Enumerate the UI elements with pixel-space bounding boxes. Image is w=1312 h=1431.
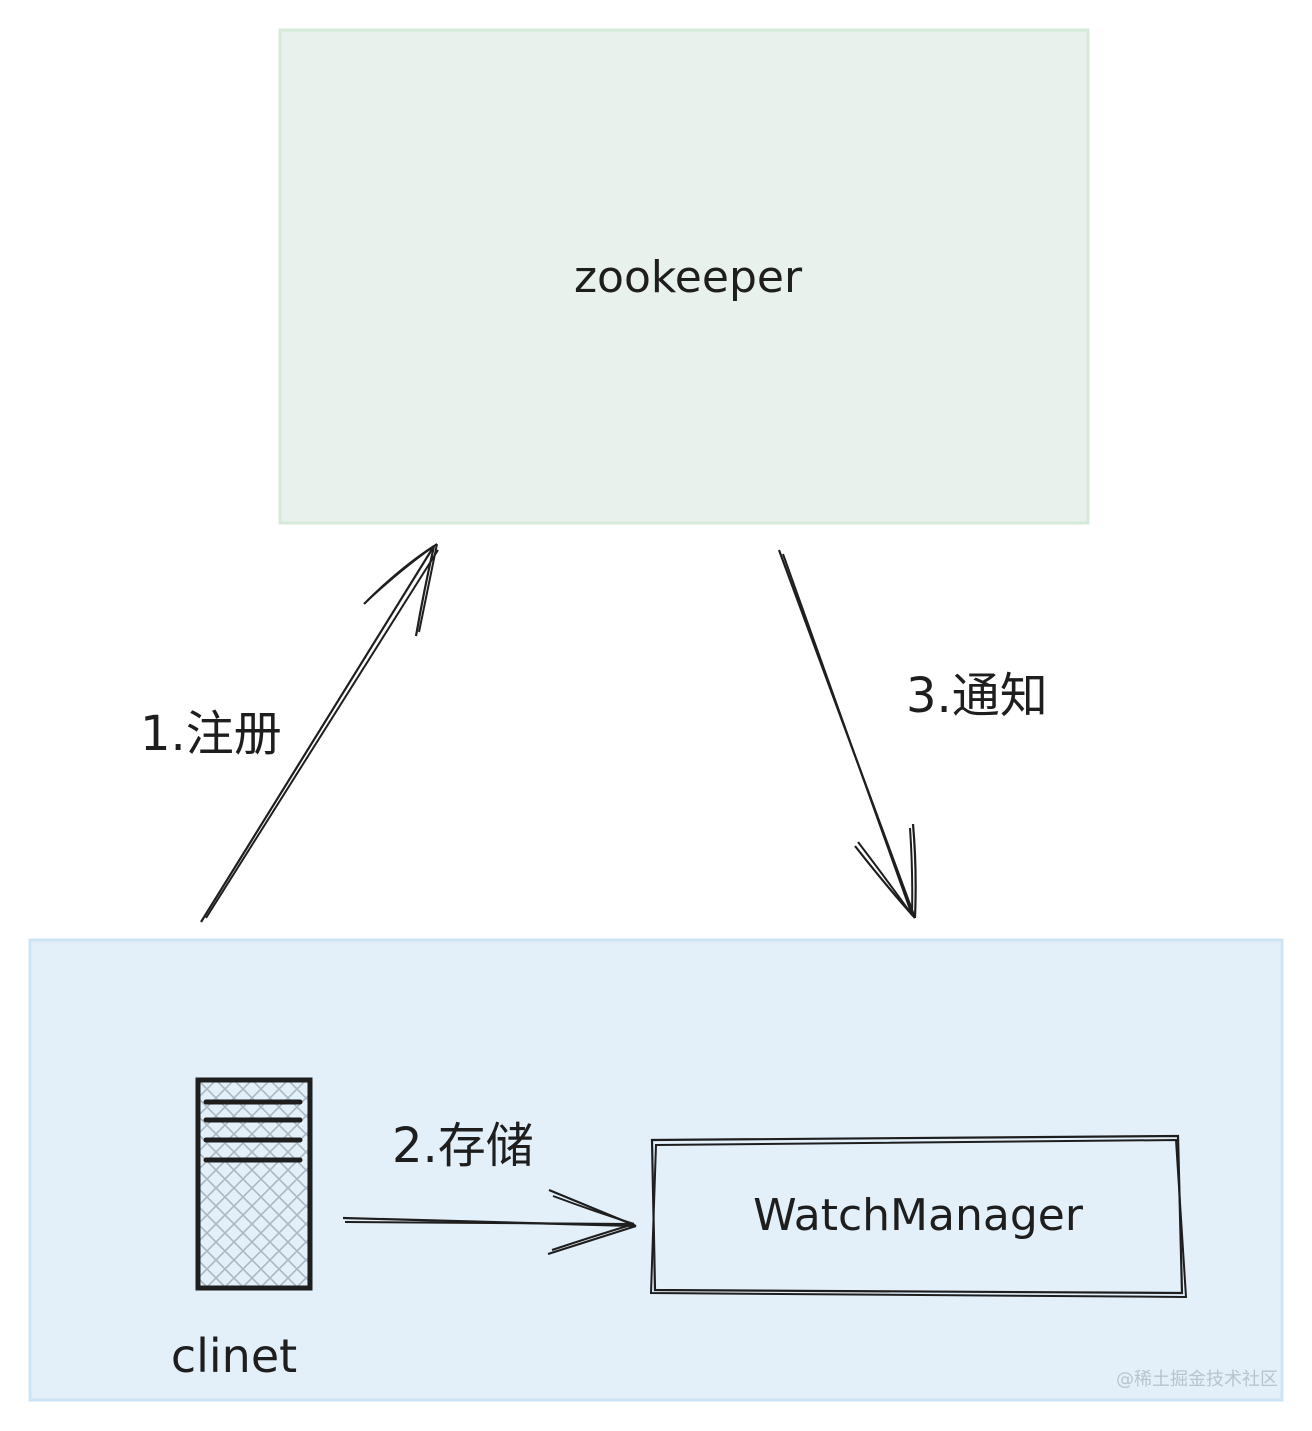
notify-arrow (777, 549, 917, 919)
register-arrow (200, 543, 439, 923)
watch-manager-node: WatchManager (649, 1134, 1188, 1299)
client-label: clinet (171, 1329, 297, 1383)
zookeeper-label: zookeeper (574, 252, 803, 303)
store-label: 2.存储 (392, 1118, 534, 1174)
register-label: 1.注册 (140, 706, 282, 762)
watermark: @稀土掘金技术社区 (1116, 1369, 1278, 1390)
notify-label: 3.通知 (906, 668, 1048, 724)
server-icon (195, 1077, 313, 1291)
zookeeper-node: zookeeper (278, 28, 1090, 525)
watch-manager-label: WatchManager (753, 1190, 1084, 1241)
store-arrow (342, 1188, 637, 1256)
